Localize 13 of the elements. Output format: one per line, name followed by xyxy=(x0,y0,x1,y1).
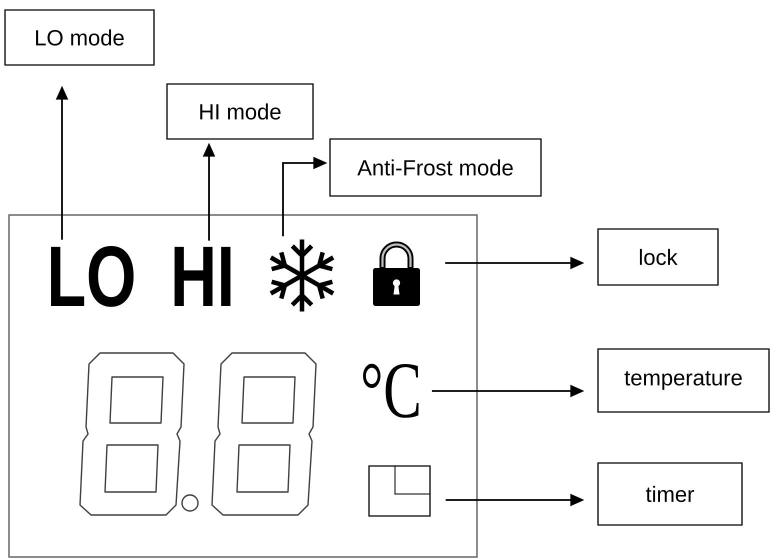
label-box: timer xyxy=(597,462,743,526)
label-box: HI mode xyxy=(166,83,314,140)
label-box: temperature xyxy=(597,348,770,413)
display-panel xyxy=(8,214,478,558)
mode-indicator: HI xyxy=(174,246,230,306)
timer-icon xyxy=(368,465,431,517)
label-box: lock xyxy=(597,228,719,286)
unit-symbol: °C xyxy=(363,364,419,418)
label-box: Anti-Frost mode xyxy=(329,138,542,197)
padlock-icon xyxy=(373,242,420,306)
label-box: LO mode xyxy=(4,9,155,66)
snowflake-icon xyxy=(268,237,336,314)
mode-indicator: LO xyxy=(51,246,134,307)
